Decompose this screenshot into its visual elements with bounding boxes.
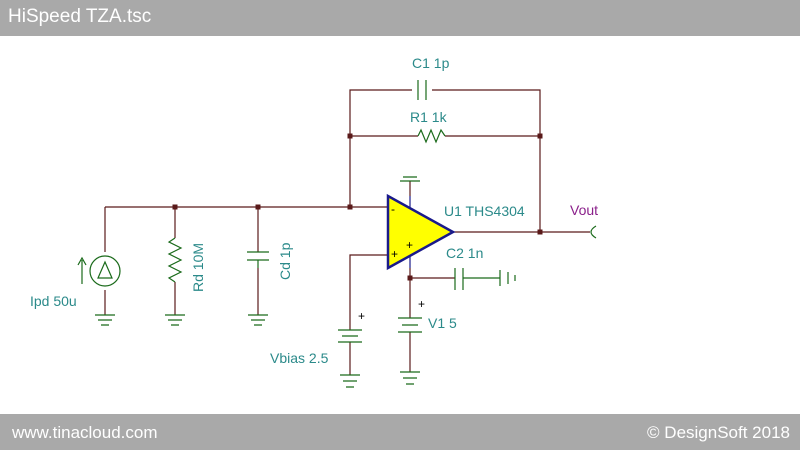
label-v1: V1 5 xyxy=(428,315,457,331)
svg-text:+: + xyxy=(406,238,413,252)
label-ipd: Ipd 50u xyxy=(30,293,77,309)
label-c1: C1 1p xyxy=(412,55,450,71)
opamp-u1[interactable]: - + + xyxy=(386,193,456,271)
label-rd: Rd 10M xyxy=(190,243,206,292)
junction-dots xyxy=(172,133,543,281)
resistor-rd[interactable] xyxy=(165,237,185,326)
vout-terminal[interactable] xyxy=(590,225,597,239)
voltage-source-v1[interactable]: + xyxy=(398,297,425,385)
svg-text:+: + xyxy=(391,247,398,261)
label-u1: U1 THS4304 xyxy=(444,203,525,219)
ground-opamp-top xyxy=(400,176,420,182)
label-cd: Cd 1p xyxy=(277,242,293,280)
voltage-source-vbias[interactable]: + xyxy=(338,309,365,388)
footer-website[interactable]: www.tinacloud.com xyxy=(12,423,158,442)
label-vout: Vout xyxy=(570,202,598,218)
svg-text:+: + xyxy=(418,297,425,311)
resistor-r1[interactable] xyxy=(417,128,446,144)
document-title: HiSpeed TZA.tsc xyxy=(8,6,152,27)
svg-text:-: - xyxy=(391,202,395,216)
label-vbias: Vbias 2.5 xyxy=(270,350,329,366)
schematic-canvas[interactable]: C1 1p R1 1k - + + U1 THS4304 Vout C2 1n … xyxy=(0,36,800,414)
svg-text:+: + xyxy=(358,309,365,323)
title-bar: HiSpeed TZA.tsc xyxy=(0,0,800,36)
capacitor-c1[interactable] xyxy=(417,80,427,100)
footer-bar: www.tinacloud.com © DesignSoft 2018 xyxy=(0,414,800,450)
current-source-ipd[interactable] xyxy=(77,255,121,326)
label-r1: R1 1k xyxy=(410,109,448,125)
footer-copyright: © DesignSoft 2018 xyxy=(647,423,790,442)
capacitor-cd[interactable] xyxy=(247,251,269,326)
label-c2: C2 1n xyxy=(446,245,483,261)
capacitor-c2[interactable] xyxy=(454,268,516,290)
wires xyxy=(104,89,590,375)
